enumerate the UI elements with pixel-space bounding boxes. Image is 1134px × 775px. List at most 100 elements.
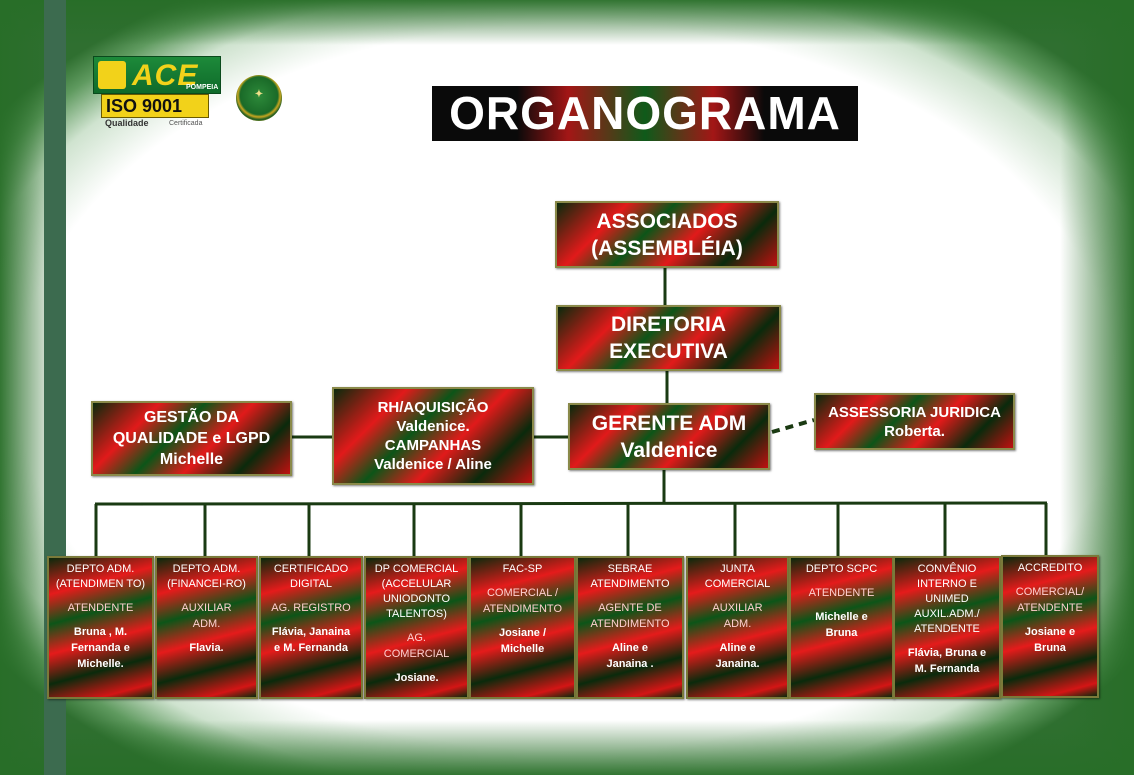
ace-logo-text: ACE: [132, 59, 199, 92]
node-rh: RH/AQUISIÇÃO Valdenice. CAMPANHAS Valden…: [332, 387, 534, 485]
node-gerente-line-2: Valdenice: [620, 438, 718, 462]
department-members: Flavia.: [160, 640, 253, 656]
department-role: AG. COMERCIAL: [369, 630, 464, 662]
department-title-line: INTERNO E: [917, 578, 977, 590]
iso-text: ISO 9001: [106, 96, 183, 116]
department-role-line: AG. REGISTRO: [271, 602, 351, 614]
department-title-line: UNIODONTO: [382, 593, 451, 605]
ace-logo-subtext: POMPEIA: [186, 84, 219, 91]
department-title-line: DP COMERCIAL: [374, 563, 459, 575]
department-members: Josiane / Michelle: [474, 625, 571, 657]
department-role-line: ATENDIMENTO: [482, 603, 563, 615]
node-diretoria-line-1: DIRETORIA: [610, 313, 727, 336]
department-members-line: Flávia, Bruna e: [907, 647, 987, 659]
department-title-line: FAC-SP: [502, 563, 543, 575]
department-title: SEBRAE ATENDIMENTO: [581, 562, 679, 592]
node-gestao: GESTÃO DA QUALIDADE e LGPD Michelle: [91, 401, 292, 476]
connector-bus: [94, 501, 1048, 506]
department-role-line: COMERCIAL /: [486, 587, 559, 599]
seal-emblem: ✦: [254, 89, 264, 100]
department-role-line: ATENDENTE: [808, 587, 875, 599]
department-members-line: Josiane.: [394, 672, 439, 684]
node-assessoria-line-2: Roberta.: [884, 422, 945, 440]
department-members-line: Janaina .: [606, 658, 654, 670]
department-role-line: ATENDENTE: [67, 602, 134, 614]
department-title-line: CERTIFICADO: [273, 563, 349, 575]
department-title: DEPTO ADM.(ATENDIMEN TO): [52, 562, 149, 592]
department-title: FAC-SP: [474, 562, 571, 577]
department-members-line: Janaina.: [715, 658, 760, 670]
department-role-line: AGENTE DE: [598, 602, 662, 614]
department-members-line: Flávia, Janaina: [271, 626, 351, 638]
node-rh-line-3: CAMPANHAS: [384, 437, 482, 454]
department-title-line: SEBRAE: [607, 563, 653, 575]
department-role: COMERCIAL/ATENDENTE: [1006, 584, 1094, 616]
certification-seal-icon: ✦: [236, 75, 282, 121]
department-title-line: CONVÊNIO: [917, 563, 977, 575]
node-gerente: GERENTE ADM Valdenice: [568, 403, 770, 470]
department-title-line: JUNTA: [720, 563, 755, 575]
department-role-line: AUXILIAR: [712, 602, 763, 614]
department-role-line: ATENDENTE: [1017, 602, 1083, 614]
node-diretoria-line-2: EXECUTIVA: [609, 340, 728, 363]
department-title-line: TALENTOS): [386, 608, 447, 620]
department-role: ATENDENTE: [52, 600, 149, 616]
node-rh-line-2: Valdenice.: [396, 418, 470, 435]
department-members-line: Bruna: [1034, 642, 1066, 654]
department-role-line: COMERCIAL: [383, 648, 450, 660]
iso-badge: ISO 9001: [101, 94, 209, 118]
department-role: AG. REGISTRO: [264, 600, 358, 616]
department-title-line: (ATENDIMEN TO): [55, 578, 146, 590]
department-role-line: AG.: [407, 632, 426, 644]
department-title-line: (ACCELULAR: [381, 578, 452, 590]
ace-iso-logo: ACE POMPEIA ISO 9001 Qualidade Certifica…: [93, 56, 225, 128]
department-box: DEPTO ADM.(ATENDIMEN TO) ATENDENTE Bruna ,…: [47, 556, 154, 699]
department-title-line: ACCREDITO: [1017, 562, 1083, 574]
department-title-line: DIGITAL: [290, 578, 332, 590]
department-title: ACCREDITO: [1006, 561, 1094, 576]
department-title: DEPTO SCPC: [794, 562, 889, 577]
department-members-line: Flavia.: [189, 642, 224, 654]
node-gestao-line-2: QUALIDADE e LGPD: [112, 430, 271, 447]
department-title-line: DEPTO ADM.: [172, 563, 241, 575]
department-members-line: Michelle.: [77, 658, 124, 670]
department-members: Flávia, Janaina e M. Fernanda: [264, 624, 358, 656]
department-members-line: e M. Fernanda: [274, 642, 348, 654]
node-rh-line-1: RH/AQUISIÇÃO: [377, 399, 489, 416]
node-assessoria: ASSESSORIA JURIDICA Roberta.: [814, 393, 1015, 450]
department-members-line: Michelle: [500, 643, 545, 655]
department-role: ATENDENTE: [794, 585, 889, 601]
department-title-line: AUXIL.ADM./: [914, 608, 980, 620]
department-members: Aline e Janaina.: [691, 640, 784, 672]
department-role: AUXILIAR ADM.: [691, 600, 784, 632]
node-diretoria: DIRETORIA EXECUTIVA: [556, 305, 781, 371]
department-role-line: ADM.: [723, 618, 752, 630]
department-title-line: ATENDIMENTO: [590, 578, 670, 590]
department-members-line: Josiane /: [498, 627, 547, 639]
department-title-line: ATENDENTE: [914, 623, 980, 635]
department-members-line: Aline e: [719, 642, 756, 654]
department-members-line: Michelle e: [815, 611, 868, 623]
node-assessoria-line-1: ASSESSORIA JURIDICA: [828, 403, 1001, 421]
node-associados: ASSOCIADOS (ASSEMBLÉIA): [555, 201, 779, 268]
quality-label: Qualidade: [105, 118, 149, 128]
department-role-line: AUXILIAR: [181, 602, 232, 614]
ace-logo-banner: ACE POMPEIA: [93, 56, 221, 94]
node-rh-line-4: Valdenice / Aline: [374, 456, 492, 473]
node-associados-line-1: ASSOCIADOS: [596, 209, 738, 233]
node-gestao-line-1: GESTÃO DA: [143, 409, 240, 426]
node-gestao-line-3: Michelle: [159, 451, 224, 468]
